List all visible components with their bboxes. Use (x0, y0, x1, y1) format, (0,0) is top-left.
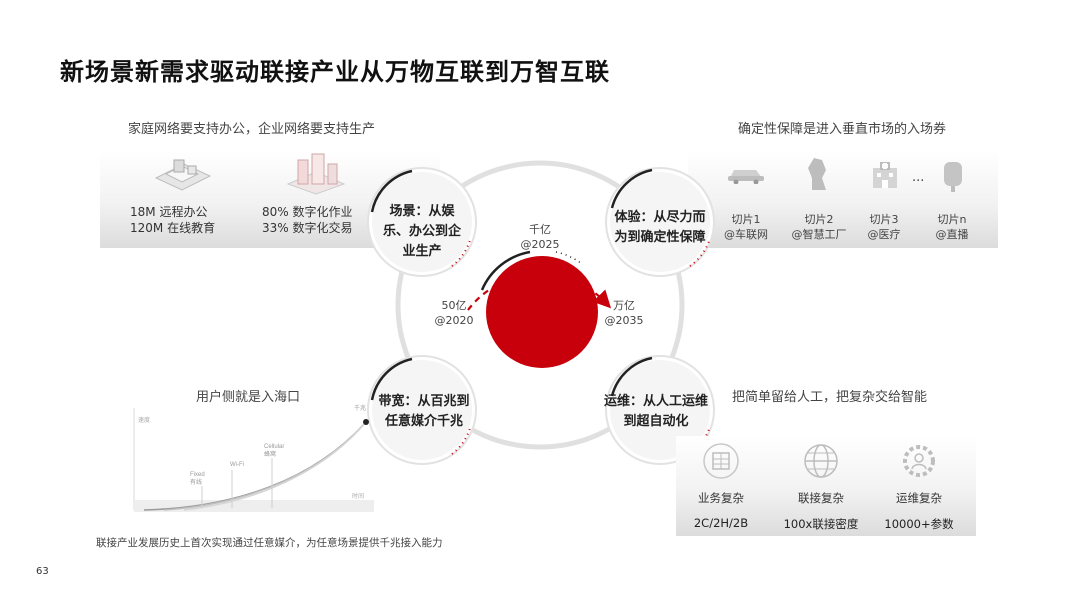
wifi-label: Wi-Fi (230, 462, 244, 468)
circle-top-right (605, 167, 715, 277)
fixed-curve (143, 421, 367, 511)
circle-bottom-left (367, 355, 477, 465)
core-accent-arc (480, 250, 531, 291)
slice-3-name: 切片3 (869, 213, 899, 226)
ops-complex-value: 10000+参数 (884, 517, 954, 531)
milestone-2025: 千亿 @2025 (516, 222, 564, 252)
slice-n: 切片n @直播 (924, 212, 980, 242)
enterprise-stat-2: 33% 数字化交易 (262, 221, 353, 235)
milestone-2020-count: 50亿 (441, 299, 467, 312)
car-icon (728, 170, 764, 184)
slice-1-label: @车联网 (724, 228, 768, 241)
ops-circle-text: 运维：从人工运维到超自动化 (604, 394, 709, 429)
milestone-2020: 50亿 @2020 (432, 298, 476, 328)
business-complex-label: 业务复杂 (698, 491, 744, 505)
slice-n-label: @直播 (935, 228, 969, 241)
enterprise-stat-1: 80% 数字化作业 (262, 205, 353, 219)
slicing-caption: 确定性保障是进入垂直市场的入场券 (738, 122, 947, 137)
y-axis-label: 速度 (138, 416, 150, 424)
bandwidth-circle-text: 带宽：从百兆到任意媒介千兆 (378, 394, 470, 429)
scene-circle-text: 场景：从娱乐、办公到企业生产 (382, 204, 461, 259)
connection-complex-value: 100x联接密度 (783, 517, 859, 531)
wifi-curve (163, 421, 367, 511)
business-complex-value: 2C/2H/2B (693, 516, 749, 530)
enterprise-buildings-icon (286, 153, 346, 195)
slice-3-label: @医疗 (867, 228, 901, 241)
center-diagram (367, 160, 715, 465)
page-number: 63 (36, 566, 49, 577)
slice-3: 切片3 @医疗 (856, 212, 912, 242)
x-axis-label: 时间 (352, 492, 364, 500)
access-footnote: 联接产业发展历史上首次实现通过任意媒介，为任意场景提供千兆接入能力 (96, 537, 443, 549)
milestone-2020-year: @2020 (434, 314, 474, 327)
experience-circle-text: 体验：从尽力而为到确定性保障 (614, 210, 706, 245)
milestone-2025-year: @2025 (520, 238, 560, 251)
fixed-cn-label: 有线 (190, 478, 202, 486)
home-office-illustration-icon (154, 159, 212, 191)
fixed-label: Fixed (190, 472, 205, 478)
slice-2-name: 切片2 (804, 213, 834, 226)
cellular-cn-label: 蜂窝 (264, 450, 276, 458)
core-dotted-arc (555, 251, 583, 265)
home-stat-2: 120M 在线教育 (130, 221, 216, 235)
building-icon (703, 443, 739, 479)
gear-person-icon (903, 445, 935, 477)
slice-1: 切片1 @车联网 (716, 212, 776, 242)
peak-label: 千兆 (354, 404, 366, 412)
milestone-2035-year: @2035 (604, 314, 644, 327)
slice-2: 切片2 @智慧工厂 (784, 212, 854, 242)
slice-2-label: @智慧工厂 (791, 228, 847, 241)
slices-ellipsis: ... (912, 170, 925, 185)
live-stream-icon (944, 162, 962, 192)
access-speed-chart: 速度 时间 千兆 Fixed 有线 Wi-Fi Cellular 蜂窝 (133, 404, 374, 512)
milestone-2035: 万亿 @2035 (600, 298, 648, 328)
globe-icon (804, 444, 838, 478)
milestone-2035-count: 万亿 (613, 299, 635, 312)
ops-complex-label: 运维复杂 (896, 491, 942, 505)
home-enterprise-caption: 家庭网络要支持办公，企业网络要支持生产 (128, 122, 376, 137)
enterprise-stats: 80% 数字化作业 33% 数字化交易 (262, 204, 353, 236)
page-title: 新场景新需求驱动联接产业从万物互联到万智互联 (60, 58, 610, 86)
slice-n-name: 切片n (937, 213, 967, 226)
home-stats: 18M 远程办公 120M 在线教育 (130, 204, 215, 236)
cellular-label: Cellular (264, 444, 284, 450)
user-side-caption: 用户侧就是入海口 (196, 390, 301, 405)
outer-ring (395, 160, 685, 450)
intelligence-caption: 把简单留给人工，把复杂交给智能 (732, 390, 928, 405)
cellular-curve (183, 421, 367, 511)
home-stat-1: 18M 远程办公 (130, 205, 208, 219)
connection-complex-label: 联接复杂 (798, 491, 844, 505)
hospital-icon (873, 162, 897, 188)
core-red-circle (486, 256, 598, 368)
milestone-2025-count: 千亿 (529, 223, 551, 236)
circle-top-left (367, 167, 477, 277)
slice-1-name: 切片1 (731, 213, 761, 226)
robot-arm-icon (808, 158, 826, 190)
gigabit-point (363, 419, 369, 425)
